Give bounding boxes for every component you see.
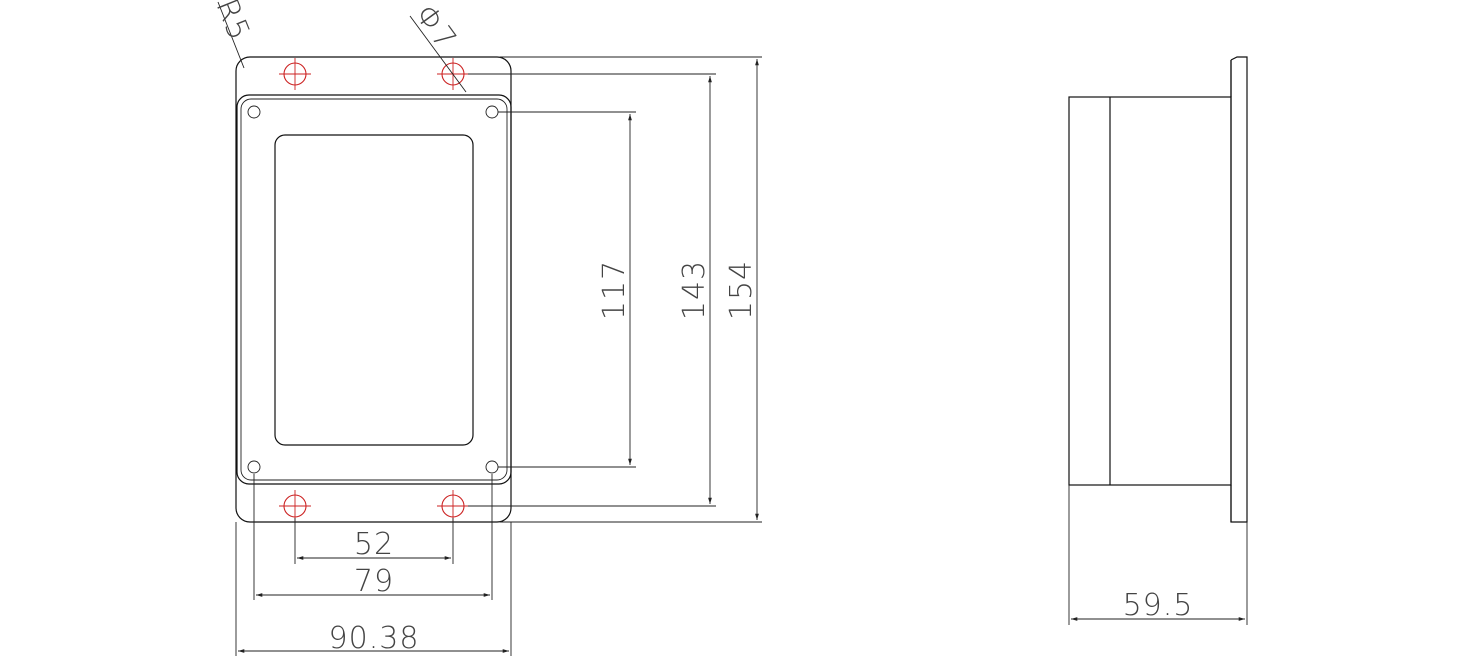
radius-label: R5 (209, 0, 257, 46)
dimension-59-5: 59.5 (1068, 485, 1248, 625)
body-inner-outline (240, 98, 508, 481)
front-view: R5 Φ7 117 143 154 (209, 0, 762, 656)
screw-hole-bottom-right (485, 460, 499, 474)
dimension-154-label: 154 (724, 260, 759, 320)
dimension-154: 154 (500, 56, 762, 523)
flange-outline (235, 56, 512, 523)
dimension-52-label: 52 (354, 527, 394, 562)
screw-hole-top-left (247, 105, 261, 119)
dimension-90-38: 90.38 (235, 522, 512, 656)
mounting-hole-bottom-left (279, 490, 311, 522)
dimension-143: 143 (468, 73, 716, 507)
dimension-79: 79 (253, 474, 493, 600)
hole-diameter-label: Φ7 (408, 0, 464, 57)
dimension-117-label: 117 (597, 260, 632, 320)
side-view: 59.5 (1068, 56, 1248, 625)
mounting-hole-bottom-right (437, 490, 469, 522)
display-window (274, 134, 474, 446)
screw-hole-top-right (485, 105, 499, 119)
screw-hole-bottom-left (247, 460, 261, 474)
dimension-143-label: 143 (677, 260, 712, 320)
side-body (1068, 96, 1232, 486)
dimension-117: 117 (498, 111, 636, 468)
radius-leader (217, 1, 245, 69)
hole-diameter-leader (409, 15, 467, 93)
dimension-79-label: 79 (354, 564, 394, 599)
dimension-52: 52 (294, 518, 454, 564)
dimension-59-5-label: 59.5 (1123, 588, 1194, 623)
side-flange (1230, 56, 1248, 523)
body-outline (236, 94, 512, 485)
dimension-90-38-label: 90.38 (329, 621, 420, 656)
mounting-hole-top-left (279, 58, 311, 90)
